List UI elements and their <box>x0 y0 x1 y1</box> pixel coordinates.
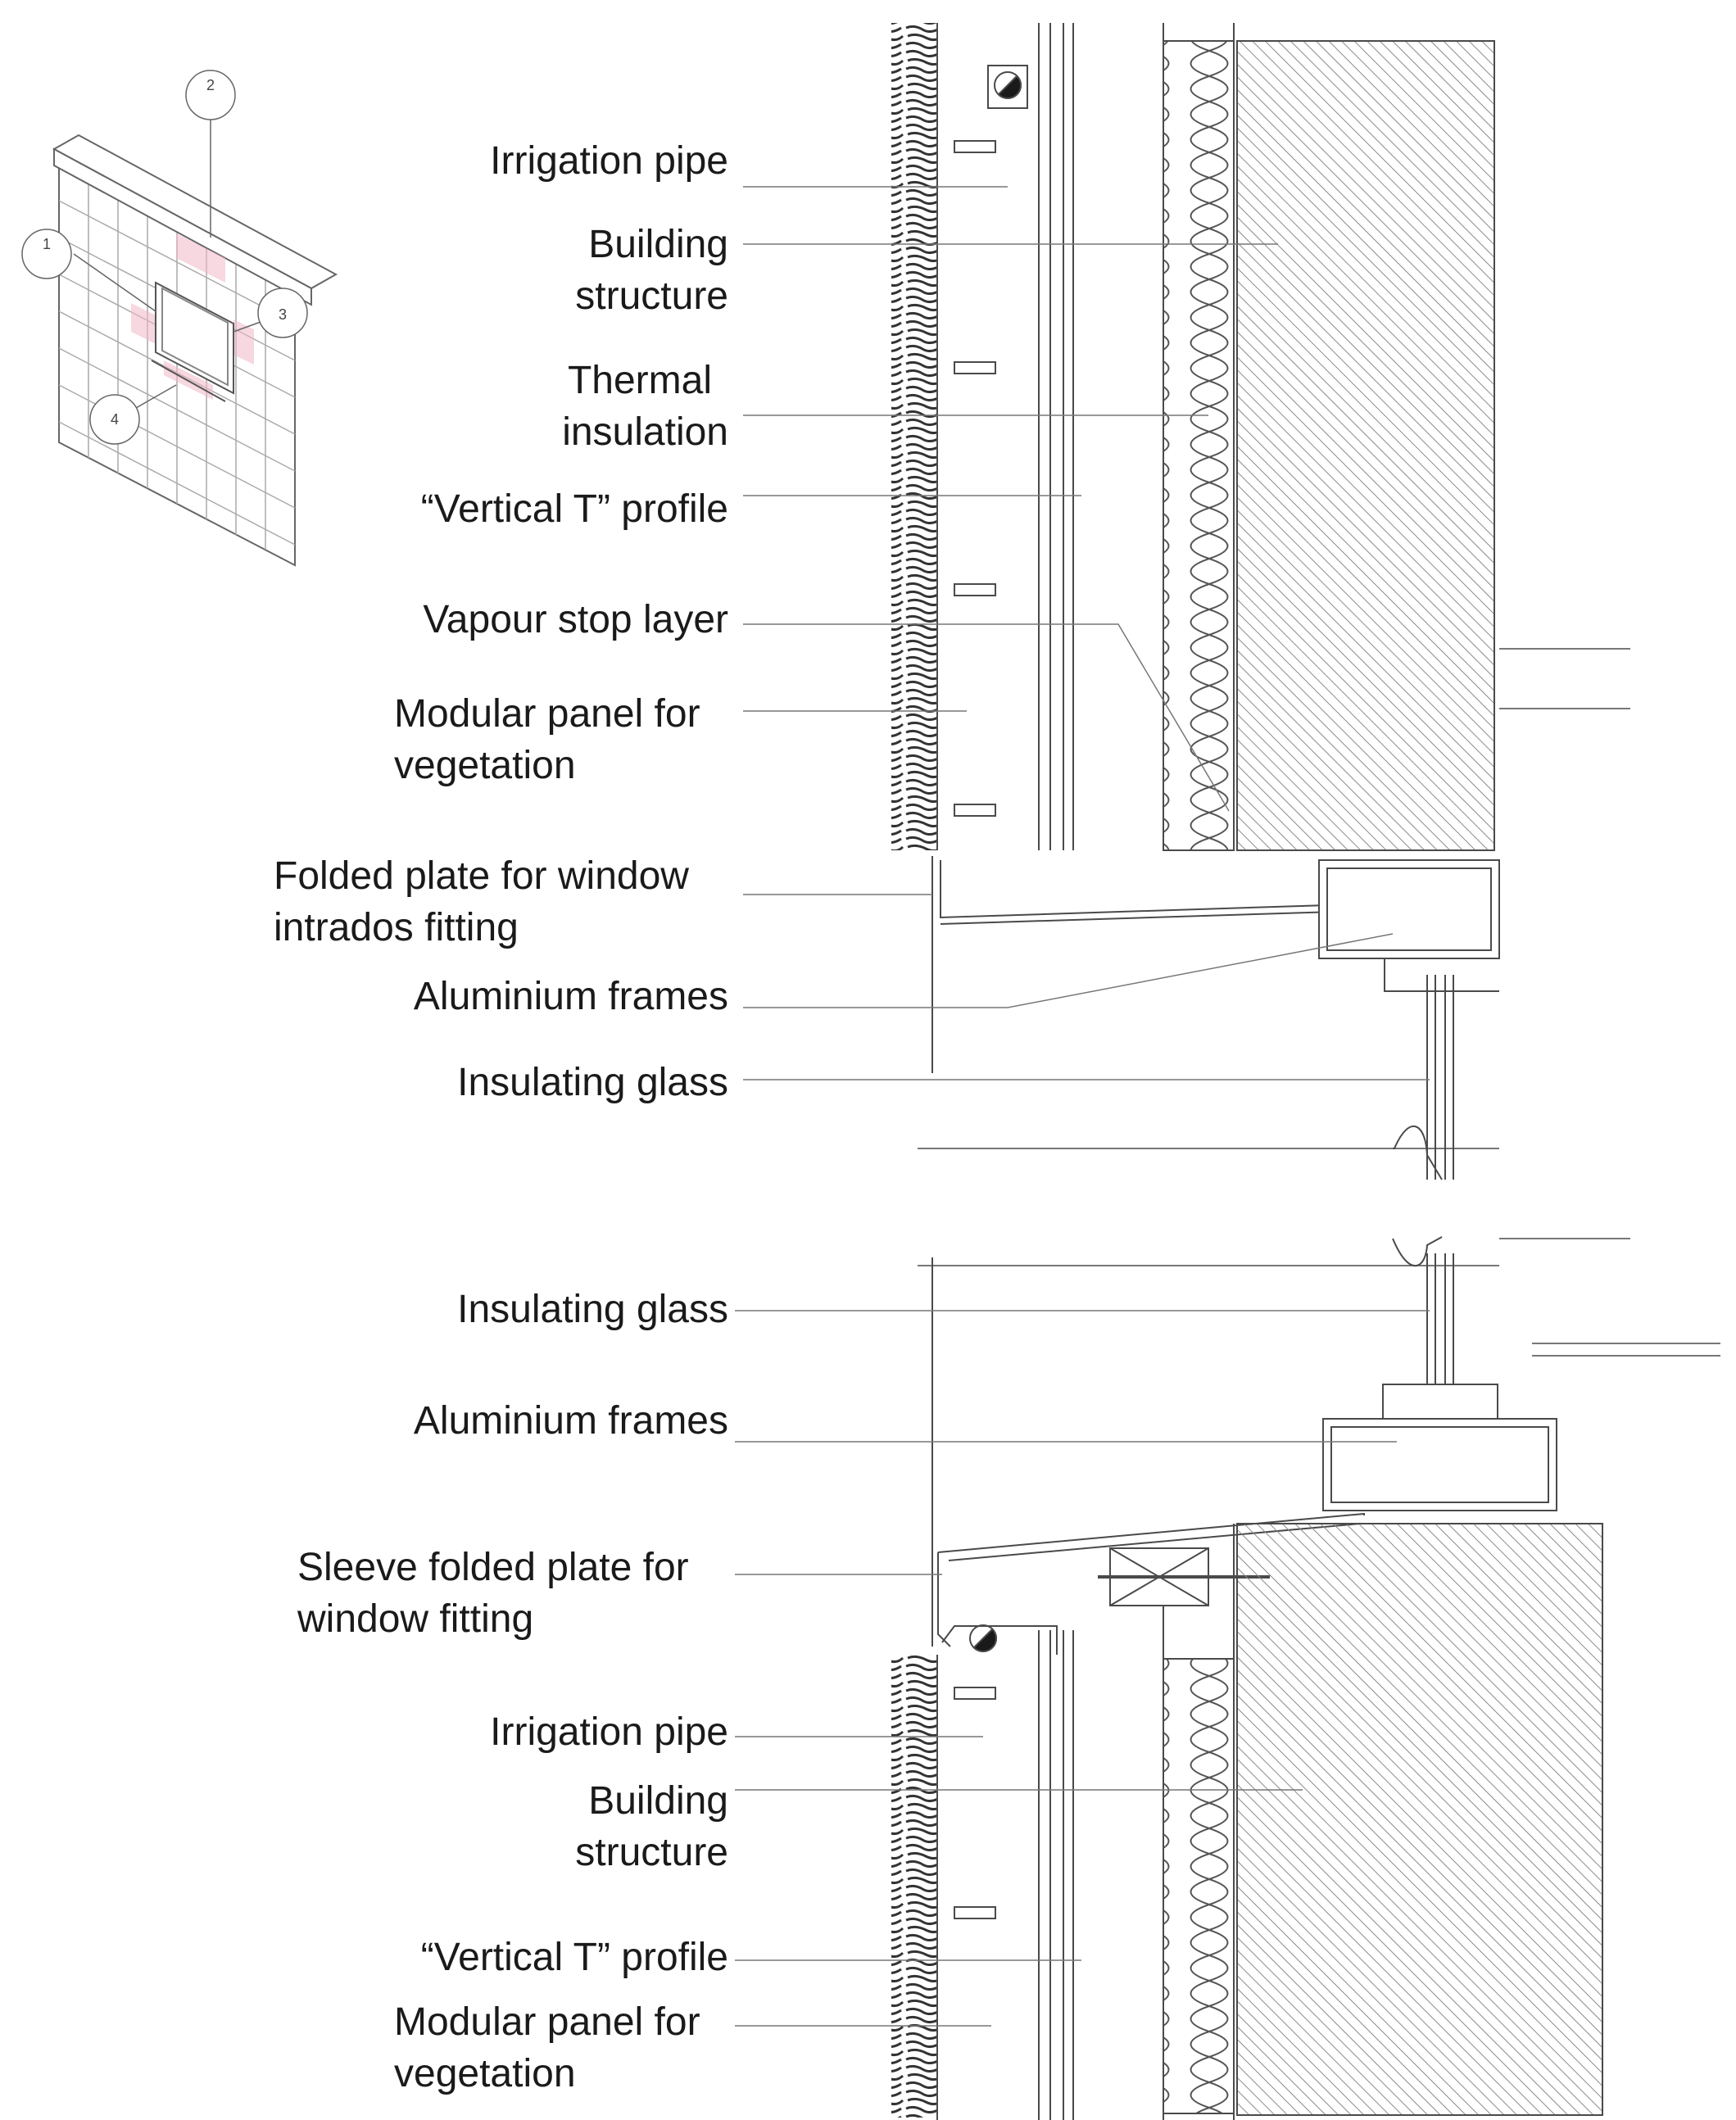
label-modular-panel-bottom-1: Modular panel for <box>394 2000 700 2044</box>
key-plan-window <box>155 281 234 395</box>
label-vapour-stop-layer: Vapour stop layer <box>423 598 728 641</box>
key-plan <box>52 134 338 567</box>
key-plan-callouts: 1 2 3 4 <box>21 70 308 445</box>
bottom-section <box>891 1236 1720 2120</box>
top-vegetation-panel <box>891 23 937 850</box>
callout-4: 4 <box>111 411 119 428</box>
top-irrigation-pipe <box>987 65 1028 109</box>
label-building-structure-top-1: Building <box>588 223 728 266</box>
bottom-vegetation-panel <box>891 1655 937 2118</box>
top-aluminium-frame <box>1318 859 1500 992</box>
callout-2-circle <box>185 70 236 120</box>
label-folded-plate-2: intrados fitting <box>274 906 519 949</box>
label-irrigation-pipe-bottom: Irrigation pipe <box>490 1710 728 1754</box>
label-building-structure-top-2: structure <box>575 274 728 318</box>
label-irrigation-pipe-top: Irrigation pipe <box>490 139 728 183</box>
callout-1-circle <box>21 229 72 279</box>
callout-1: 1 <box>43 236 51 252</box>
bottom-aluminium-frame <box>1322 1384 1557 1511</box>
label-building-structure-bottom-1: Building <box>588 1779 728 1823</box>
leader-lines <box>735 186 1430 2027</box>
label-thermal-insulation-top-1: Thermal <box>567 359 712 402</box>
label-building-structure-bottom-2: structure <box>575 1831 728 1874</box>
label-sleeve-plate-2: window fitting <box>297 1597 534 1641</box>
callout-3-circle <box>257 288 308 338</box>
label-insulating-glass-bottom: Insulating glass <box>457 1288 728 1331</box>
bottom-insulation <box>1163 1658 1235 2114</box>
bottom-building-structure <box>1236 1523 1603 2116</box>
top-insulating-glass <box>1393 975 1454 1180</box>
label-insulating-glass-top: Insulating glass <box>457 1061 728 1104</box>
callout-2: 2 <box>206 77 215 93</box>
label-aluminium-frames-bottom: Aluminium frames <box>413 1399 728 1443</box>
label-modular-panel-top-1: Modular panel for <box>394 692 700 736</box>
bottom-irrigation-pipe <box>941 1624 1058 1655</box>
bottom-insulating-glass <box>1392 1236 1454 1402</box>
label-folded-plate-1: Folded plate for window <box>274 854 689 898</box>
label-thermal-insulation-top-2: insulation <box>562 410 728 454</box>
label-sleeve-plate-1: Sleeve folded plate for <box>297 1546 689 1589</box>
top-section <box>891 23 1630 1180</box>
label-vertical-t-profile-bottom: “Vertical T” profile <box>420 1936 728 1979</box>
callout-3: 3 <box>279 306 287 323</box>
top-insulation <box>1163 40 1235 851</box>
callout-4-circle <box>89 394 140 445</box>
label-modular-panel-bottom-2: vegetation <box>394 2052 576 2095</box>
top-building-structure <box>1236 40 1495 851</box>
label-modular-panel-top-2: vegetation <box>394 744 576 787</box>
label-aluminium-frames-top: Aluminium frames <box>413 975 728 1018</box>
label-vertical-t-profile-top: “Vertical T” profile <box>420 487 728 531</box>
